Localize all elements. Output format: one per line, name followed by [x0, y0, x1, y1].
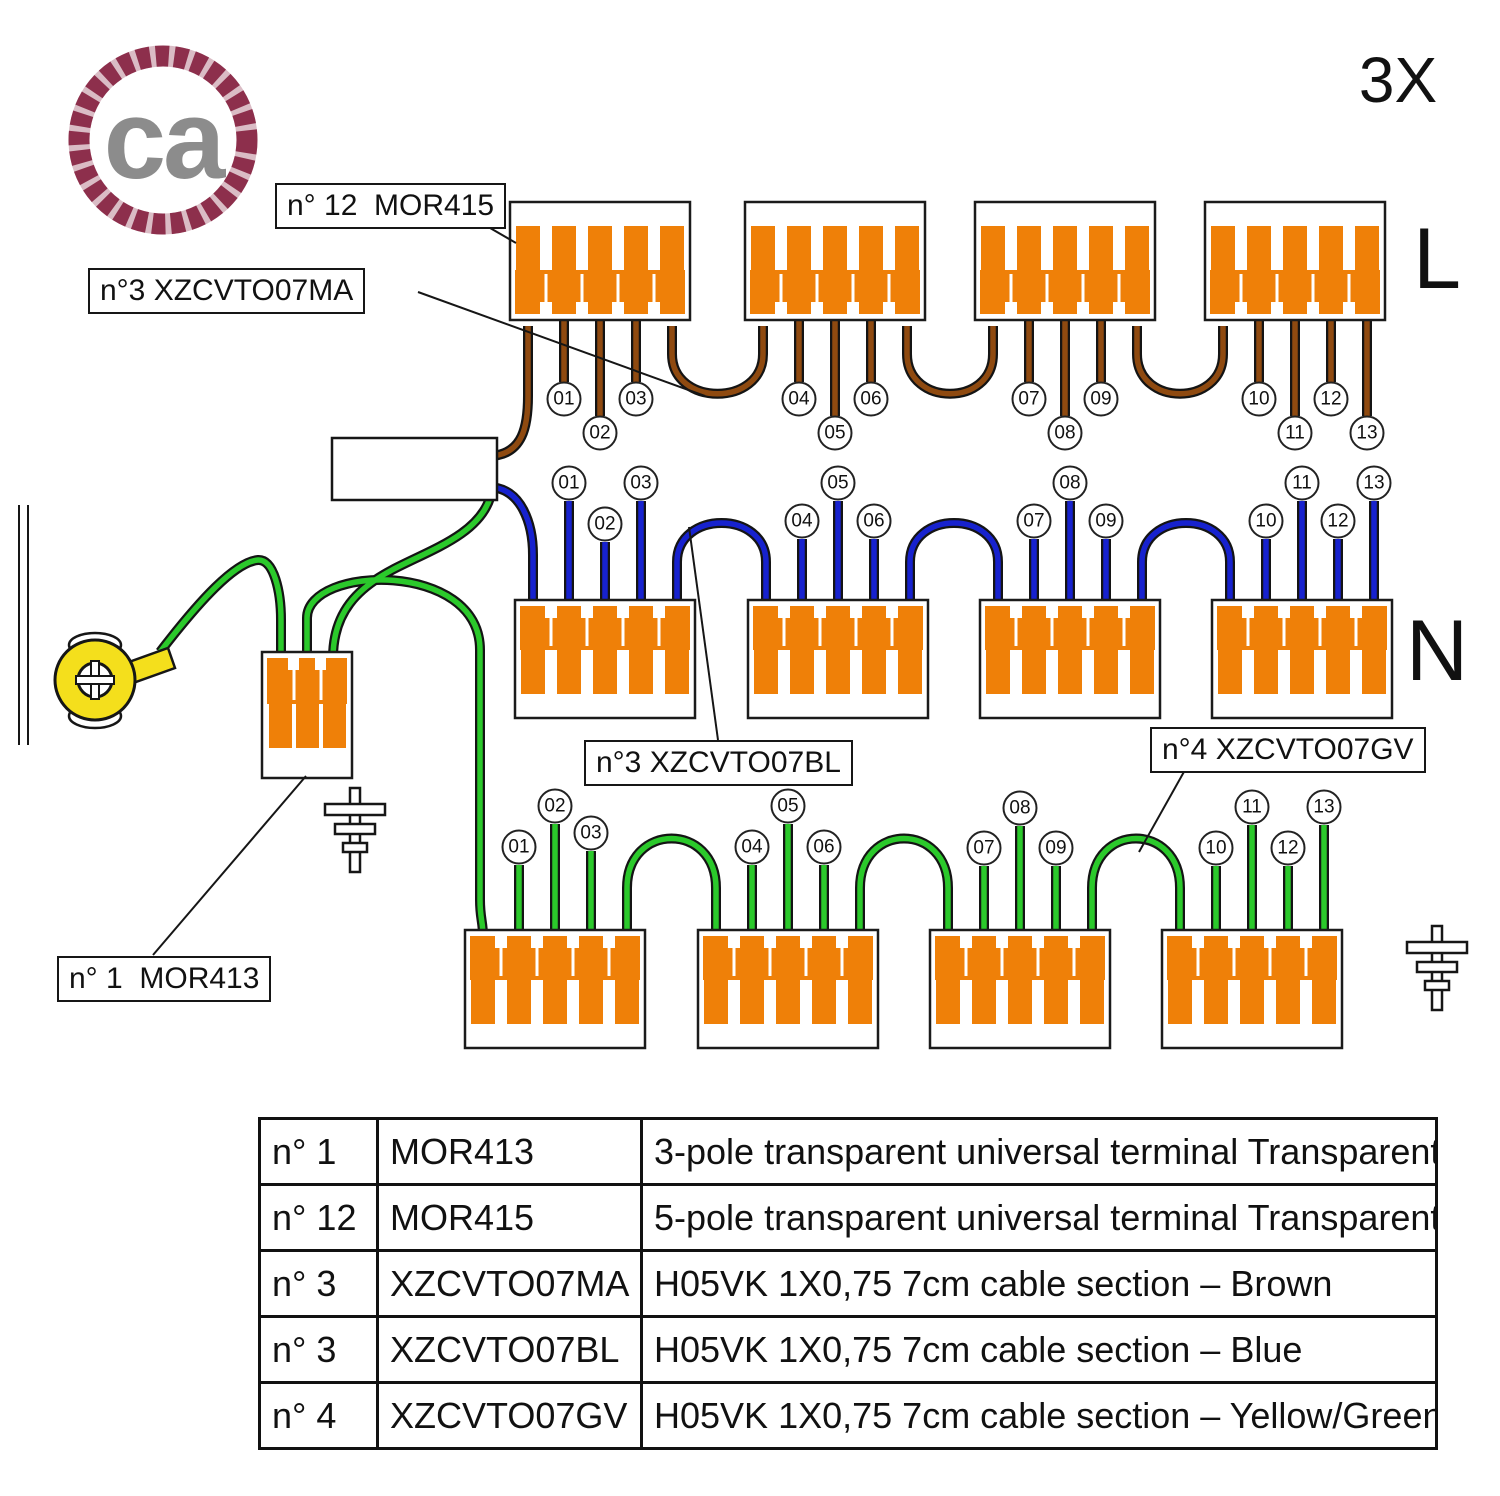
wire-number-badge-neutral: 01	[551, 465, 587, 501]
terminal-block-5pole	[746, 598, 930, 720]
bill-of-materials-table: n° 1 MOR413 3-pole transparent universal…	[258, 1117, 1438, 1450]
callout-leader-lines	[152, 220, 1186, 956]
terminal-block-5pole	[1203, 200, 1387, 322]
terminal-block-5pole	[696, 928, 880, 1050]
kit-quantity-label: 3X	[1358, 44, 1438, 116]
desc-cell: 3-pole transparent universal terminal Tr…	[640, 1117, 1438, 1186]
wire-number-badge-neutral: 06	[856, 503, 892, 539]
wire-number-badge-earth: 03	[573, 815, 609, 851]
code-cell: MOR415	[376, 1183, 643, 1252]
wire-number-badge-live: 09	[1083, 381, 1119, 417]
wall-lines	[18, 505, 29, 745]
neutral-wires	[488, 487, 1374, 606]
wire-number-badge-live: 10	[1241, 381, 1277, 417]
neutral-wire	[488, 487, 1374, 606]
earth-symbol-icon	[1405, 924, 1469, 1012]
terminal-block-5pole	[463, 928, 647, 1050]
table-row: n° 3 XZCVTO07BL H05VK 1X0,75 7cm cable s…	[258, 1315, 1438, 1384]
callout-xzcvto07gv: n°4 XZCVTO07GV	[1150, 727, 1426, 773]
wire-number-badge-neutral: 04	[784, 503, 820, 539]
earth-symbol-icon	[323, 786, 387, 874]
callout-leader-line	[1138, 769, 1186, 853]
wire-number-badge-earth: 11	[1234, 789, 1270, 825]
qty-cell: n° 3	[258, 1249, 379, 1318]
wire-number-badge-live: 03	[618, 381, 654, 417]
brand-logo-text: ca	[103, 77, 226, 202]
callout-mor413: n° 1 MOR413	[57, 956, 272, 1002]
terminal-block-3pole	[260, 650, 354, 780]
wire-number-badge-earth: 06	[806, 829, 842, 865]
wire-number-badge-live: 01	[546, 381, 582, 417]
code-cell: XZCVTO07MA	[376, 1249, 643, 1318]
desc-cell: H05VK 1X0,75 7cm cable section – Yellow/…	[640, 1381, 1438, 1450]
wire-number-badge-neutral: 10	[1248, 503, 1284, 539]
terminal-block-5pole	[508, 200, 692, 322]
qty-cell: n° 1	[258, 1117, 379, 1186]
wire-number-badge-live: 13	[1349, 415, 1385, 451]
terminal-block-5pole	[1160, 928, 1344, 1050]
terminal-block-5pole	[978, 598, 1162, 720]
wire-number-badge-neutral: 03	[623, 465, 659, 501]
terminal-block-5pole	[928, 928, 1112, 1050]
wire-number-badge-earth: 08	[1002, 790, 1038, 826]
qty-cell: n° 12	[258, 1183, 379, 1252]
callout-leader-line	[417, 291, 706, 397]
callout-xzcvto07ma: n°3 XZCVTO07MA	[88, 268, 366, 314]
wire-number-badge-earth: 04	[734, 829, 770, 865]
wire-number-badge-earth: 07	[966, 830, 1002, 866]
wire-number-badge-earth: 02	[537, 788, 573, 824]
terminal-block-5pole	[1210, 598, 1394, 720]
table-row: n° 12 MOR415 5-pole transparent universa…	[258, 1183, 1438, 1252]
table-row: n° 1 MOR413 3-pole transparent universal…	[258, 1117, 1438, 1186]
code-cell: XZCVTO07GV	[376, 1381, 643, 1450]
desc-cell: H05VK 1X0,75 7cm cable section – Brown	[640, 1249, 1438, 1318]
wire-number-badge-earth: 09	[1038, 830, 1074, 866]
cable-junction-sleeve	[330, 436, 499, 502]
wire-number-badge-neutral: 09	[1088, 503, 1124, 539]
neutral-line-label: N	[1405, 603, 1469, 699]
qty-cell: n° 3	[258, 1315, 379, 1384]
wire-number-badge-earth: 05	[770, 788, 806, 824]
live-wires	[488, 314, 1367, 456]
wire-number-badge-earth: 01	[501, 829, 537, 865]
wire-number-badge-neutral: 12	[1320, 503, 1356, 539]
wire-number-badge-live: 04	[781, 381, 817, 417]
wire-number-badge-live: 11	[1277, 415, 1313, 451]
wire-number-badge-neutral: 11	[1284, 465, 1320, 501]
callout-leader-line	[152, 775, 307, 956]
wire-number-badge-neutral: 13	[1356, 465, 1392, 501]
callout-xzcvto07bl: n°3 XZCVTO07BL	[584, 740, 853, 786]
wire-number-badge-earth: 10	[1198, 830, 1234, 866]
desc-cell: H05VK 1X0,75 7cm cable section – Blue	[640, 1315, 1438, 1384]
wire-number-badge-live: 08	[1047, 415, 1083, 451]
terminal-block-5pole	[513, 598, 697, 720]
wire-number-badge-earth: 13	[1306, 789, 1342, 825]
callout-mor415: n° 12 MOR415	[275, 183, 507, 229]
wire-number-badge-live: 12	[1313, 381, 1349, 417]
brand-logo-ring	[67, 44, 259, 236]
terminal-block-5pole	[973, 200, 1157, 322]
live-line-label: L	[1413, 211, 1461, 307]
callout-leader-line	[688, 526, 719, 741]
wire-number-badge-live: 07	[1011, 381, 1047, 417]
wire-number-badge-earth: 12	[1270, 830, 1306, 866]
wire-number-badge-live: 06	[853, 381, 889, 417]
wire-number-badge-neutral: 05	[820, 465, 856, 501]
wire-number-badge-neutral: 02	[587, 506, 623, 542]
qty-cell: n° 4	[258, 1381, 379, 1450]
code-cell: XZCVTO07BL	[376, 1315, 643, 1384]
desc-cell: 5-pole transparent universal terminal Tr…	[640, 1183, 1438, 1252]
wire-number-badge-live: 02	[582, 415, 618, 451]
ring-terminal	[53, 631, 177, 730]
wire-number-badge-live: 05	[817, 415, 853, 451]
wire-number-badge-neutral: 08	[1052, 465, 1088, 501]
wire-number-badge-neutral: 07	[1016, 503, 1052, 539]
code-cell: MOR413	[376, 1117, 643, 1186]
live-wire-outline	[488, 314, 1367, 456]
neutral-wire-outline	[488, 487, 1374, 606]
table-row: n° 4 XZCVTO07GV H05VK 1X0,75 7cm cable s…	[258, 1381, 1438, 1450]
table-row: n° 3 XZCVTO07MA H05VK 1X0,75 7cm cable s…	[258, 1249, 1438, 1318]
terminal-block-5pole	[743, 200, 927, 322]
